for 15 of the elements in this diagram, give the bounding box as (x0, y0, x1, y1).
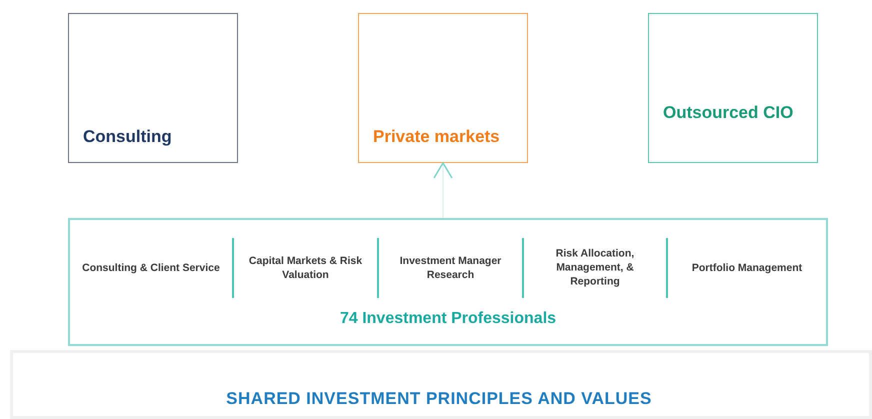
column-label: Consulting & Client Service (82, 260, 220, 276)
service-box (358, 13, 528, 163)
box-label: Consulting (83, 126, 173, 148)
column-label: Risk Allocation, Management, & Reporting (554, 246, 636, 290)
box-label: Private markets (373, 126, 501, 148)
column-label: Capital Markets & Risk Valuation (248, 254, 364, 282)
panel-label: 74 Investment Professionals (338, 310, 558, 328)
service-box (648, 13, 818, 163)
column-label: Portfolio Management (690, 260, 804, 276)
service-box (68, 13, 238, 163)
column-label: Investment Manager Research (398, 254, 502, 282)
box-label: Outsourced CIO (663, 102, 794, 124)
arrow (433, 162, 453, 218)
band-title: SHARED INVESTMENT PRINCIPLES AND VALUES (225, 389, 653, 409)
team-panel (68, 218, 828, 346)
